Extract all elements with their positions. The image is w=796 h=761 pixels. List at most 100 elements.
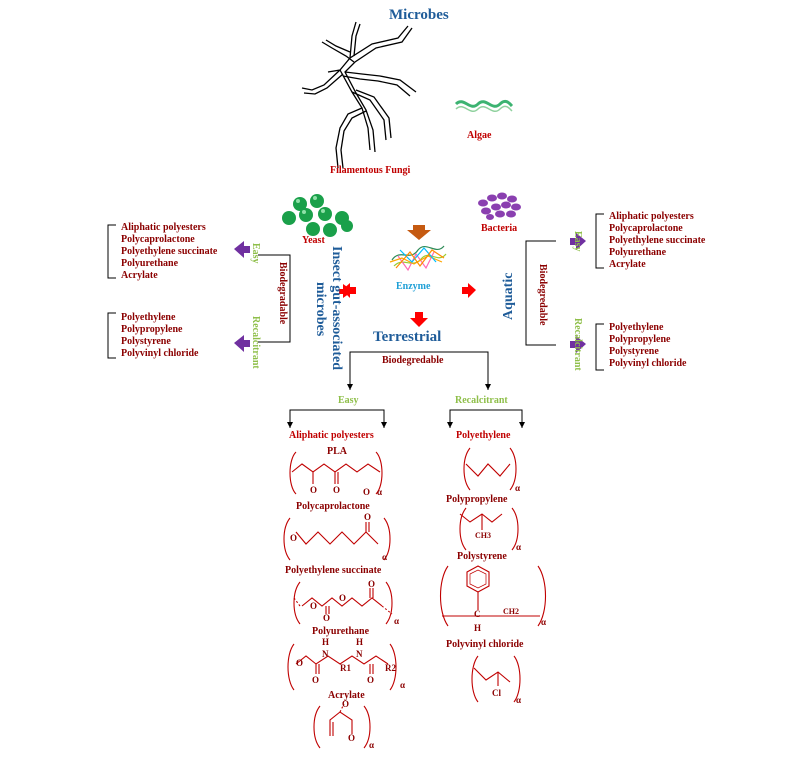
list-item: Aliphatic polyesters (121, 222, 206, 233)
atom-h: H (474, 623, 482, 633)
bacteria-icon (478, 192, 521, 220)
insect-gut-connectors (107, 224, 291, 359)
insect-easy-label: Easy (250, 243, 261, 264)
atom-o: O (310, 485, 318, 495)
enzyme-arrow-left-shape (342, 283, 356, 298)
list-item: Polypropylene (121, 324, 183, 335)
aquatic-biodegradable-label: Biodegredable (537, 264, 548, 326)
atom-o: O (333, 485, 341, 495)
yeast-label: Yeast (302, 235, 325, 246)
bacteria-label: Bacteria (481, 223, 518, 234)
atom-h: H (356, 637, 364, 647)
atom-o: O (364, 512, 372, 522)
list-item: Polystyrene (121, 336, 171, 347)
insect-gut-title-line1: Insect gut-associated (329, 246, 344, 371)
enzyme-arrow-down-shape (410, 312, 428, 327)
list-item: Polyvinyl chloride (609, 358, 687, 369)
atom-o: O (290, 533, 298, 543)
insect-easy-arrow (234, 241, 250, 258)
atom-o: O (342, 699, 350, 709)
structure-acrylate (313, 703, 371, 749)
alpha-label: α (541, 617, 547, 627)
atom-o: O (367, 675, 375, 685)
aquatic-easy-arrow (570, 233, 586, 250)
algae-label: Algae (467, 130, 492, 141)
alpha-label: α (515, 483, 521, 493)
acrylate-structure-label: Acrylate (328, 690, 365, 701)
atom-o: O (312, 675, 320, 685)
terrestrial-biodegradable-label: Biodegredable (382, 355, 444, 366)
aquatic-easy-list: Aliphatic polyesters Polycaprolactone Po… (609, 211, 705, 271)
list-item: Polyethylene succinate (121, 246, 218, 257)
ch3-label: CH3 (475, 531, 491, 540)
atom-o: O (348, 733, 356, 743)
list-item: Aliphatic polyesters (609, 211, 694, 222)
yeast-icon (282, 194, 353, 237)
atom-h: H (322, 637, 330, 647)
atom-cl: Cl (492, 688, 501, 698)
list-item: Polycaprolactone (609, 223, 683, 234)
atom-n: N (356, 649, 363, 659)
enzyme-label: Enzyme (396, 281, 431, 292)
atom-o: O (339, 593, 347, 603)
insect-easy-list: Aliphatic polyesters Polycaprolactone Po… (121, 222, 217, 282)
structure-pes (293, 581, 393, 625)
aquatic-recalcitrant-label: Recalcitrant (572, 318, 583, 371)
list-item: Polyurethane (121, 258, 179, 269)
alpha-label: α (516, 695, 522, 705)
aquatic-title: Aquatic (501, 272, 516, 320)
list-item: Polycaprolactone (121, 234, 195, 245)
insect-recalcitrant-arrow (234, 335, 250, 352)
aquatic-easy-label: Easy (572, 231, 583, 252)
structure-pvc (471, 655, 521, 703)
fungi-label: Filamentous Fungi (330, 165, 411, 176)
pes-structure-label: Polyethylene succinate (285, 565, 382, 576)
insect-recalcitrant-label: Recalcitrant (250, 316, 261, 369)
structure-pu (287, 643, 397, 691)
structure-pla (289, 451, 383, 495)
alpha-label: α (394, 616, 400, 626)
aliphatic-structure-label: Aliphatic polyesters (289, 430, 374, 441)
atom-o: O (323, 613, 331, 623)
aquatic-connectors (525, 213, 604, 371)
alpha-label: α (377, 487, 383, 497)
list-item: Polyethylene succinate (609, 235, 706, 246)
atom-c: C (474, 609, 481, 619)
list-item: Acrylate (121, 270, 158, 281)
terrestrial-title: Terrestrial (373, 329, 442, 345)
ch2-label: CH2 (503, 607, 519, 616)
list-item: Polypropylene (609, 334, 671, 345)
enzyme-arrow-right-shape (462, 283, 476, 298)
atom-o: O (310, 601, 318, 611)
alpha-label: α (369, 740, 375, 750)
list-item: Polyurethane (609, 247, 667, 258)
pe-structure-label: Polyethylene (456, 430, 511, 441)
terrestrial-tree-lines (287, 351, 525, 428)
r1-label: R1 (340, 663, 351, 673)
insect-biodegradable-label: Biodegradable (277, 262, 288, 325)
algae-icon (454, 99, 514, 112)
terrestrial-recalcitrant-label: Recalcitrant (455, 395, 508, 406)
insect-gut-title-line2: microbes (313, 282, 328, 337)
aquatic-recalcitrant-arrow (570, 336, 586, 353)
list-item: Polyethylene (121, 312, 176, 323)
fungi-hyphae-icon (301, 21, 417, 169)
title-microbes: Microbes (389, 7, 449, 23)
pu-structure-label: Polyurethane (312, 626, 370, 637)
list-item: Acrylate (609, 259, 646, 270)
alpha-label: α (400, 680, 406, 690)
alpha-label: α (516, 542, 522, 552)
atom-o: O (368, 579, 376, 589)
pla-label: PLA (327, 446, 347, 457)
atom-n: N (322, 649, 329, 659)
structure-pcl (283, 517, 391, 561)
atom-o: O (363, 487, 371, 497)
r2-label: R2 (385, 663, 396, 673)
enzyme-molecule-icon (389, 245, 447, 272)
pcl-structure-label: Polycaprolactone (296, 501, 370, 512)
list-item: Polystyrene (609, 346, 659, 357)
terrestrial-easy-label: Easy (338, 395, 359, 406)
list-item: Polyethylene (609, 322, 664, 333)
